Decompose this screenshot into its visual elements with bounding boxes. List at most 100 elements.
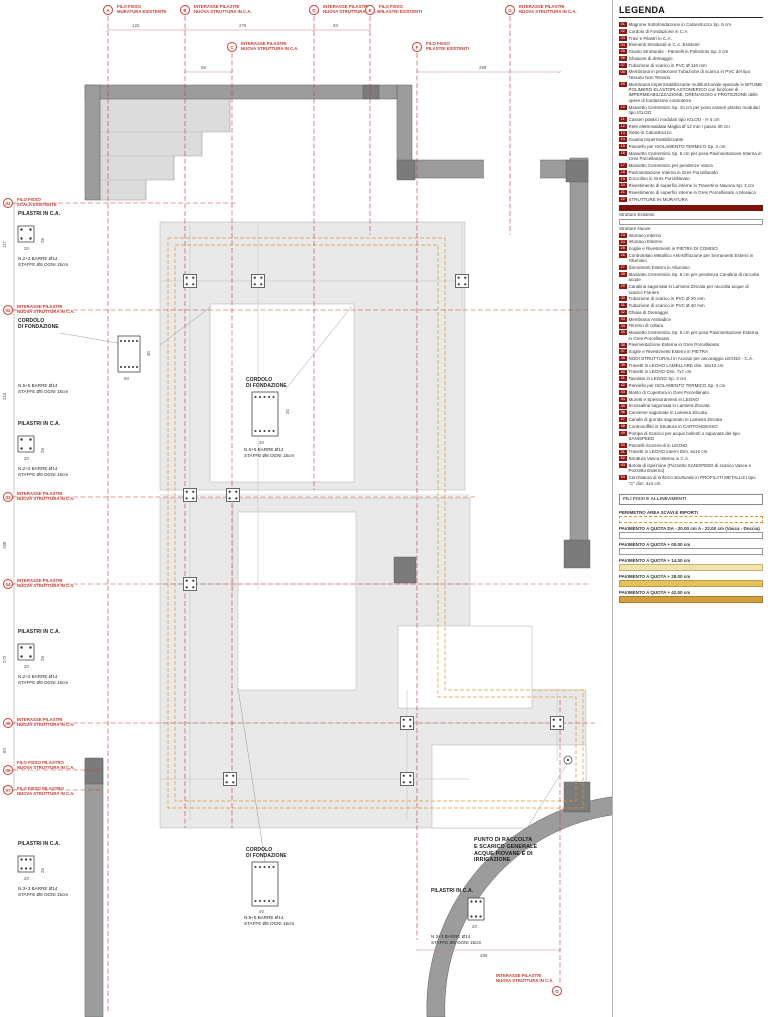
legend-item-number: 51	[619, 449, 627, 455]
note-bars-cordolo-bottom: N.5+5 BARRE Ø14 STAFFE Ø8 OGNI 15cm	[244, 915, 295, 926]
legend-title: LEGENDA	[619, 5, 666, 15]
legend-item-number: 11	[619, 116, 627, 122]
axis-marker-number: 01	[5, 200, 11, 206]
legend-item-number: 23	[619, 232, 627, 238]
dim-25: 25	[40, 448, 45, 453]
plan-drawing	[12, 16, 612, 1017]
dim-272: 272	[2, 655, 7, 663]
legend-item-number: 04	[619, 42, 627, 48]
legend-item-text: Travetti in LEGNO interni Dim. 6x10 cm	[628, 449, 708, 455]
legend-item: 41 Tavolato in LEGNO Sp. 3 cm	[619, 376, 763, 382]
axis-label-E: FILO FISSO PILASTRI ESISTENTI	[379, 4, 422, 15]
dim-25: 25	[40, 868, 45, 873]
legend-item-number: 20	[619, 183, 627, 189]
murature-new-swatch	[619, 219, 763, 226]
legend-item-text: Tubazione di scarico in PVC Ø 40 mm	[628, 303, 705, 309]
legend-item-number: 49	[619, 430, 627, 436]
legend-item-text: Travetti in LEGNO Dim. 7x7 cm	[628, 369, 692, 375]
legend-item: 33 Membrana Antiradice	[619, 317, 763, 322]
legend-item-number: 05	[619, 49, 627, 55]
legend-item: 05 Giunto Strutturale - Pannelli in Poli…	[619, 49, 763, 55]
legend-item: 54 Cerchiatura di rinforzo strutturale i…	[619, 475, 763, 486]
legend-item: 02 Cordolo di Fondazione in C.A.	[619, 29, 763, 34]
dim-122: 122	[132, 23, 140, 28]
wall-opening	[484, 158, 540, 180]
dim-25: 25	[40, 656, 45, 661]
legend-item: 42 Pannello per ISOLAMENTO TERMICO Sp. 4…	[619, 383, 763, 389]
label-pilastri-4: PILASTRI IN C.A.	[18, 841, 61, 847]
axis-label-B: INTERASSE PILASTRI NUOVA STRUTTURA IN C.…	[194, 4, 252, 15]
dim-25: 25	[40, 238, 45, 243]
legend-item-text: Massetto Cementizio Sp. 5 cm per posa Pa…	[628, 330, 759, 341]
cordolo-sections	[117, 335, 279, 907]
legend-item-number: 43	[619, 390, 627, 396]
legend-item-text: NODI STRUTTURALI in Acciaio per ancoragg…	[628, 355, 754, 361]
legend-item-text: Intonaco Interno	[628, 232, 662, 238]
legend-item-number: 24	[619, 239, 627, 245]
pavement-level-swatch	[619, 531, 763, 539]
legend-item: 24 Intonaco Esterno	[619, 239, 763, 245]
dim-40: 40	[259, 440, 264, 445]
legend-item: 23 Intonaco Interno	[619, 233, 763, 238]
legend-item-text: Intonaco Esterno	[628, 239, 663, 245]
legend-item-text: Magrone Sottofondazione in Calcestruzzo …	[628, 22, 732, 27]
axis-marker-letter: E	[368, 7, 372, 13]
pavement-level-row: PAVIMENTO A QUOTA + 14.00 cm	[619, 558, 763, 571]
label-pilastri-3: PILASTRI IN C.A.	[18, 629, 61, 635]
fili-fissi-header: FILI FISSI E ALLINEAMENTI	[619, 493, 763, 505]
legend-item: 04 Elementi Strutturali in C.A. Esistent…	[619, 42, 763, 48]
legend-item: 09 Membrana Impermeabilizzante multifunz…	[619, 82, 763, 104]
legend-item-text: Tubazione di scarico in PVC Ø 110 mm	[628, 62, 707, 68]
pavement-level-row: PAVIMENTO A QUOTA + 00.00 cm	[619, 542, 763, 555]
fili-fissi-rows: PERIMETRO AREA SCAVI E RIPORTI PAVIMENTO…	[619, 510, 763, 603]
legend-item-number: 03	[619, 35, 627, 41]
legend-item: 37 Soglie e Rivestimenti Esterni in PIET…	[619, 349, 763, 355]
axis-label-05: INTERASSE PILASTRI NUOVA STRUTTURA IN C.…	[17, 717, 75, 728]
note-bars-4: N.3+3 BARRE Ø14 STAFFE Ø8 OGNI 15cm	[18, 886, 69, 897]
axis-label-A: FILO FISSO MURATURA ESISTENTE	[117, 4, 167, 15]
dim-33: 33	[333, 23, 338, 28]
cordolo-rebar-dots	[120, 340, 275, 902]
legend-item-number: 42	[619, 383, 627, 389]
dim-158: 158	[2, 541, 7, 549]
legend-divider	[619, 17, 763, 18]
axis-marker-letter: G	[508, 7, 512, 13]
legend-item: 14 Guaina Impermeabilizzante	[619, 137, 763, 143]
legend-item: 47 Canale di gronda sagomato in Lamiera …	[619, 416, 763, 423]
axis-marker-07: 07	[3, 785, 13, 795]
dim-59: 59	[201, 65, 206, 70]
legend-item-number: 48	[619, 423, 627, 429]
legend-item: 21 Rivestimento di superfici interne in …	[619, 190, 763, 196]
legend-item-text: Massetto Cementizio per pendenze Vasca	[628, 162, 713, 168]
legend-item: 51 Travetti in LEGNO interni Dim. 6x10 c…	[619, 449, 763, 455]
legend-item: 19 Zoccolino in Gres Porcellanato	[619, 176, 763, 182]
legend-item-number: 41	[619, 376, 627, 382]
legend-item-number: 06	[619, 56, 627, 62]
legend-item-number: 37	[619, 349, 627, 355]
legend-item: 32 Ghiaia di Drenaggio	[619, 309, 763, 316]
legend-item-number: 52	[619, 456, 627, 462]
pavement-level-swatch	[619, 547, 763, 555]
legend-item-text: Manto di Copertura in Gres Porcellanato	[628, 389, 710, 395]
legend-item-number: 40	[619, 369, 627, 375]
legend-item-number: 38	[619, 356, 627, 362]
legend-item-number: 26	[619, 253, 627, 259]
pavement-level-swatch	[619, 515, 763, 523]
note-bars-cordolo-left: N.5+5 BARRE Ø14 STAFFE Ø8 OGNI 15cm	[18, 383, 69, 394]
legend-item-number: 50	[619, 442, 627, 448]
legend-item-number: 12	[619, 123, 627, 129]
axis-marker-number: 07	[5, 787, 11, 793]
legend-item-text: STRUTTURE IN MURATURA	[628, 196, 688, 202]
axis-marker-06: 06	[3, 765, 13, 775]
legend-item-text: Travi e Pilastri in C.A.	[628, 35, 672, 41]
legend-item-text: Ghiaia di Drenaggio	[628, 309, 669, 315]
legend-item: 29 Canalina sagomata in Lamiera Zincata …	[619, 284, 763, 295]
axis-label-G-bottom: INTERASSE PILASTRI NUOVA STRUTTURA IN C.…	[496, 973, 554, 984]
legend-item-text: Canale di gronda sagomato in Lamiera Zin…	[628, 416, 723, 422]
legend-item-number: 21	[619, 190, 627, 196]
legend-item-text: Rivestimento di superfici interne in Tra…	[628, 183, 755, 189]
legend-item: 38 NODI STRUTTURALI in Acciaio per ancor…	[619, 355, 763, 362]
murature-new-label: Strutture Nuove	[619, 226, 651, 232]
axis-marker-number: 02	[5, 307, 11, 313]
murature-existing-swatch	[619, 204, 763, 211]
